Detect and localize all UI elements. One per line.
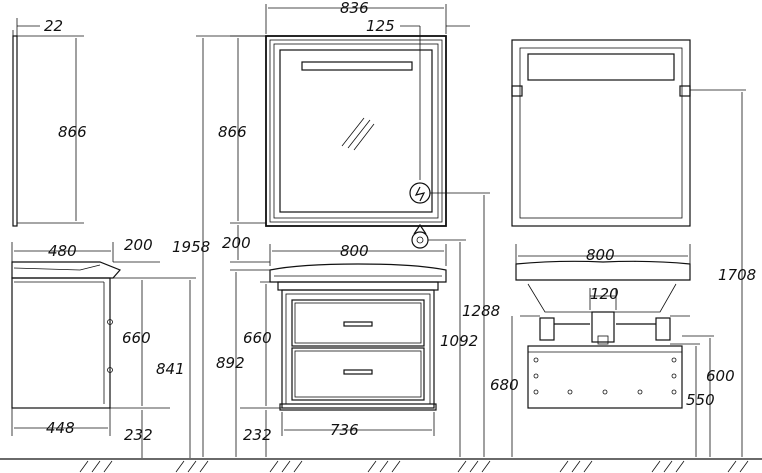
dim-rear-mirror-mount-height: 1708 bbox=[718, 266, 756, 284]
dim-socket-offset: 125 bbox=[366, 17, 395, 35]
dim-rear-top-width: 800 bbox=[586, 246, 615, 264]
dim-mirror-front-height: 866 bbox=[218, 123, 247, 141]
dim-cabinet-front-body-height: 660 bbox=[243, 329, 272, 347]
dim-outlet-height: 1092 bbox=[440, 332, 478, 350]
dim-rear-cabinet-height: 680 bbox=[490, 376, 519, 394]
cabinet-side-view bbox=[11, 242, 196, 458]
cabinet-rear-view bbox=[511, 244, 714, 457]
dim-cabinet-side-body-height: 660 bbox=[122, 329, 151, 347]
dim-cabinet-side-gap: 200 bbox=[124, 236, 153, 254]
dim-rear-pipe-spacing: 120 bbox=[590, 285, 619, 303]
dim-mirror-side-depth: 22 bbox=[44, 17, 63, 35]
dim-cabinet-side-leg: 232 bbox=[124, 426, 153, 444]
dim-total-height: 1958 bbox=[172, 238, 210, 256]
mirror-rear-view bbox=[511, 39, 746, 457]
dim-rear-drain-height: 600 bbox=[706, 367, 735, 385]
dim-cabinet-front-base-width: 736 bbox=[330, 421, 359, 439]
dim-cabinet-front-leg: 232 bbox=[243, 426, 272, 444]
mirror-side-view bbox=[12, 18, 84, 227]
dim-cabinet-front-total-height: 892 bbox=[216, 354, 245, 372]
dim-cabinet-front-top-width: 800 bbox=[340, 242, 369, 260]
dim-cabinet-side-top-depth: 480 bbox=[48, 242, 77, 260]
mirror-front-view bbox=[230, 4, 490, 263]
dim-cabinet-side-base-depth: 448 bbox=[46, 419, 75, 437]
cabinet-front-view bbox=[230, 195, 485, 457]
dim-mirror-gap: 200 bbox=[222, 234, 251, 252]
dim-rear-supply-height: 550 bbox=[686, 391, 715, 409]
dim-socket-height: 1288 bbox=[462, 302, 500, 320]
dim-cabinet-side-total-height: 841 bbox=[156, 360, 185, 378]
dim-mirror-side-height: 866 bbox=[58, 123, 87, 141]
dim-mirror-front-width: 836 bbox=[340, 0, 369, 17]
floor-line bbox=[0, 458, 762, 473]
